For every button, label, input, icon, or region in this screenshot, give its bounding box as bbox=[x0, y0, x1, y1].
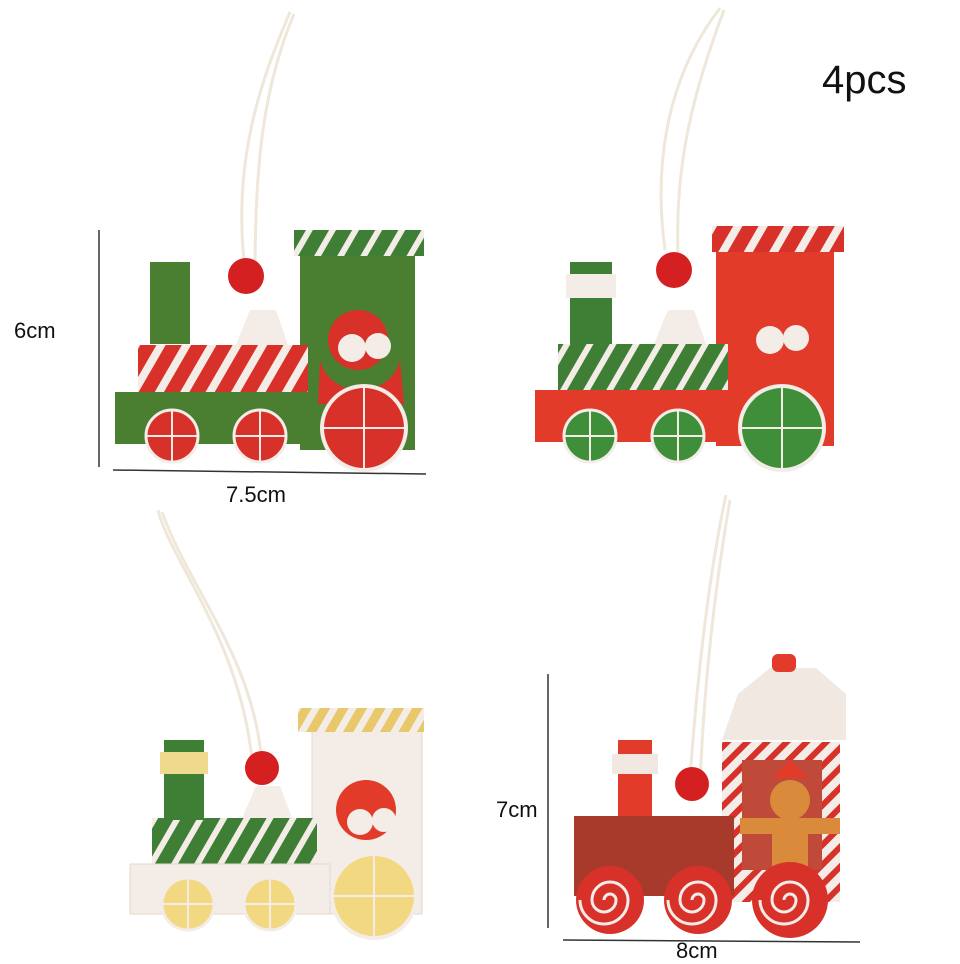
ornament-red-train bbox=[535, 7, 844, 472]
ornament-candy-train bbox=[574, 494, 846, 938]
bead bbox=[245, 751, 279, 785]
cab-roof bbox=[722, 668, 846, 740]
ornament-green-train bbox=[115, 11, 424, 472]
stripe-band bbox=[152, 818, 317, 868]
chassis bbox=[129, 863, 331, 915]
bead-tab bbox=[236, 310, 288, 345]
width-line-last bbox=[562, 939, 861, 943]
cab-roof bbox=[712, 226, 844, 252]
wheels bbox=[576, 862, 828, 938]
bead bbox=[656, 252, 692, 288]
chimney-cap bbox=[160, 752, 208, 774]
cab-roof bbox=[294, 230, 424, 256]
width-line-first bbox=[112, 469, 427, 475]
bead bbox=[675, 767, 709, 801]
bead bbox=[228, 258, 264, 294]
hanging-string bbox=[659, 7, 726, 256]
wheels bbox=[160, 852, 418, 940]
roof-knob bbox=[772, 654, 796, 672]
santa-figure bbox=[746, 296, 809, 356]
chimney-cap bbox=[566, 274, 616, 298]
gingerbread-figure bbox=[740, 760, 840, 866]
hanging-string bbox=[688, 494, 732, 786]
height-label-last: 7cm bbox=[496, 797, 538, 822]
stripe-band bbox=[558, 344, 728, 396]
chimney-cap bbox=[612, 754, 658, 774]
hanging-string bbox=[156, 509, 264, 766]
cab-roof bbox=[298, 708, 424, 732]
width-label-first: 7.5cm bbox=[226, 482, 286, 507]
piece-count-label: 4pcs bbox=[822, 58, 907, 102]
height-label-first: 6cm bbox=[14, 318, 56, 343]
wheels bbox=[144, 384, 408, 472]
chimney bbox=[618, 740, 652, 816]
measurement-lines bbox=[98, 230, 861, 943]
santa-figure bbox=[336, 780, 396, 840]
hanging-string bbox=[240, 11, 296, 276]
stripe-band bbox=[138, 345, 308, 397]
chimney bbox=[150, 262, 190, 344]
wheels bbox=[562, 384, 826, 472]
width-label-last: 8cm bbox=[676, 938, 718, 963]
ornament-white-train bbox=[129, 509, 424, 940]
bead-tab bbox=[242, 786, 292, 818]
bead-tab bbox=[654, 310, 706, 344]
